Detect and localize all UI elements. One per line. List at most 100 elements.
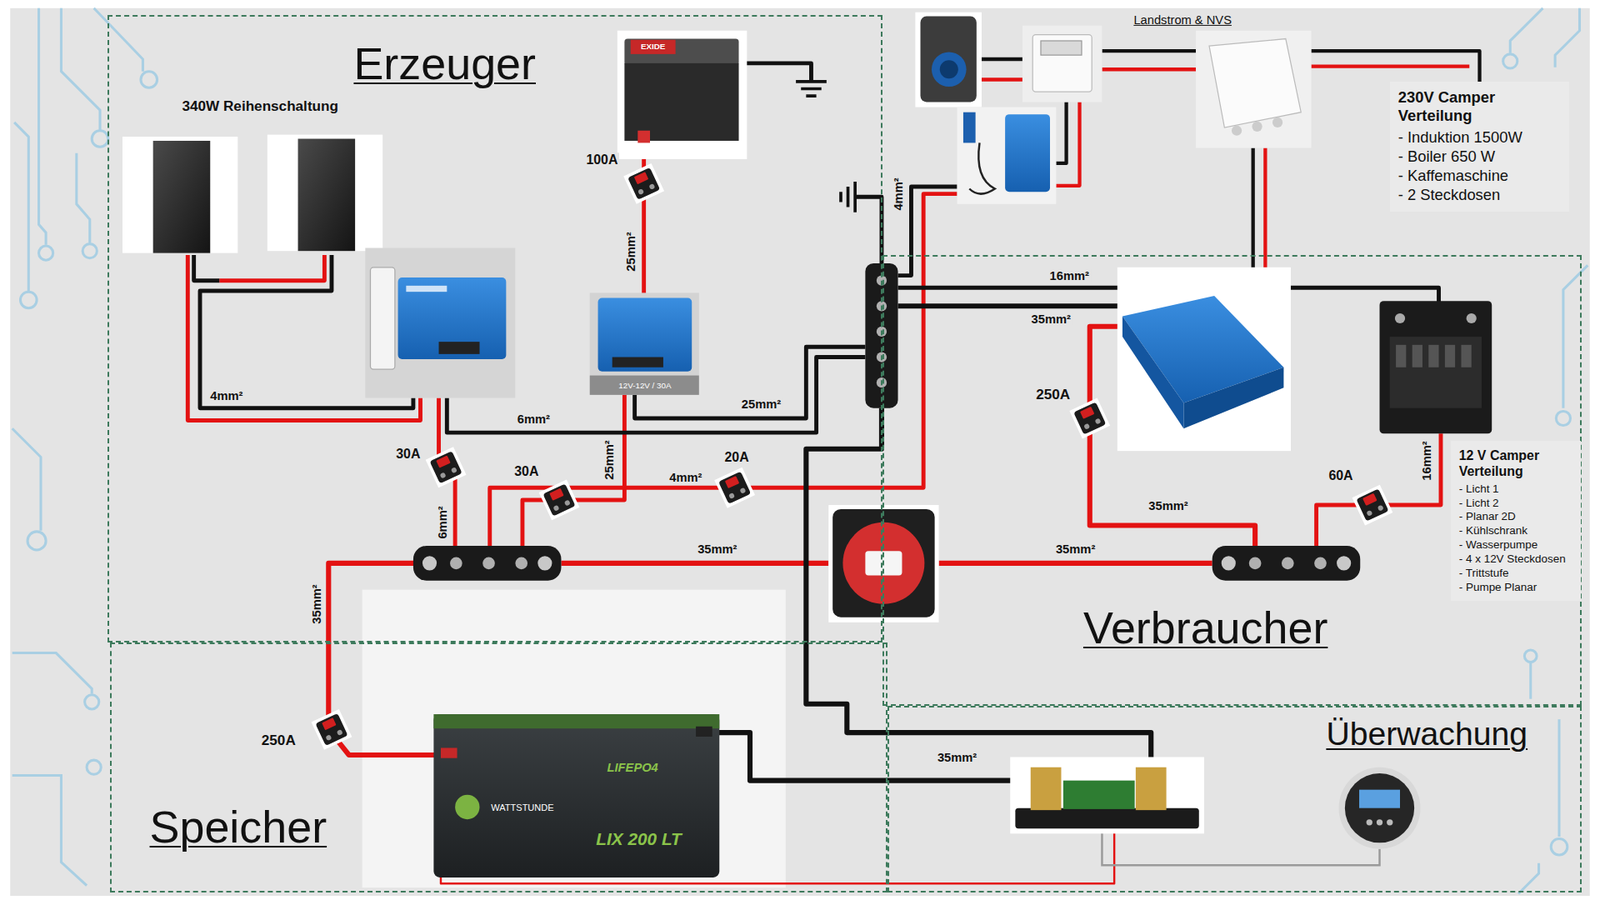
list-item: - 2 Steckdosen	[1398, 185, 1562, 205]
battery-monitor	[1376, 819, 1383, 825]
list-item: - Licht 2	[1459, 496, 1574, 511]
circuit-breaker-fuse	[1069, 398, 1110, 440]
wire-gauge: 16mm²	[1048, 269, 1091, 283]
wire-gauge: 4mm²	[667, 470, 704, 485]
fuse-block	[1395, 345, 1406, 368]
lithium-battery	[695, 726, 713, 737]
wire-gauge: 6mm²	[515, 412, 552, 426]
red-wire	[1055, 101, 1080, 185]
circuit-decoration	[1518, 863, 1539, 895]
circuit-decoration	[20, 291, 37, 309]
black-wire	[805, 408, 1151, 768]
region-band: Verbraucher12 V Camper Verteilung- Licht…	[882, 255, 1582, 706]
circuit-decoration	[12, 8, 1589, 895]
charge-controller	[398, 277, 507, 360]
transfer-switch	[1251, 121, 1262, 132]
wire-gauge: 16mm²	[1420, 440, 1434, 483]
fuse-rating: 60A	[1326, 468, 1355, 484]
shore-power-inlet	[915, 12, 982, 108]
shore-power-inlet	[920, 16, 976, 103]
list-item: - Pumpe Planar	[1459, 580, 1574, 595]
signal-wire	[1101, 831, 1380, 865]
signal-wire	[1101, 831, 1380, 865]
circuit-decoration	[1529, 663, 1532, 700]
circuit-decoration	[14, 122, 29, 291]
box-heading: 12 V Camper Verteilung	[1459, 447, 1574, 480]
solar-panel	[267, 135, 383, 252]
breaker-box	[1022, 25, 1103, 103]
list-item: - Licht 1	[1459, 482, 1574, 497]
list-item: - Wasserpumpe	[1459, 538, 1574, 553]
red-wire	[641, 142, 646, 296]
product-text: 12V-12V / 30A	[618, 380, 671, 390]
list-item: - 4 x 12V Steckdosen	[1459, 552, 1574, 567]
region-band: Überwachung	[887, 705, 1582, 893]
brand-text: WATTSTUNDE	[490, 802, 554, 813]
charge-controller	[370, 267, 395, 370]
transfer-switch	[1209, 39, 1301, 129]
box-heading: 230V Camper Verteilung	[1398, 88, 1562, 125]
red-wire	[1310, 64, 1470, 68]
solar-panel	[298, 139, 356, 252]
lithium-battery	[455, 795, 480, 820]
mains-charger	[1005, 114, 1050, 192]
fuse-block	[1380, 300, 1493, 434]
circuit-decoration	[82, 244, 97, 259]
black-wire	[898, 186, 958, 276]
circuit-decoration	[12, 775, 87, 886]
list-item: - Kaffemaschine	[1398, 166, 1562, 186]
wire-gauge: 35mm²	[695, 542, 739, 556]
red-wire	[1316, 433, 1441, 551]
region-title: Erzeuger	[353, 39, 536, 89]
mains-charger	[957, 107, 1057, 205]
circuit-breaker-fuse	[425, 446, 467, 488]
wire-gauge: 35mm²	[310, 582, 324, 625]
inverter	[1122, 316, 1184, 430]
fuse-block	[1466, 313, 1477, 324]
shunt	[1030, 767, 1062, 810]
wire-gauge: 4mm²	[208, 389, 245, 403]
fuse-block	[1412, 345, 1423, 368]
circuit-decoration	[1557, 719, 1560, 837]
list-item: - Trittstufe	[1459, 566, 1574, 581]
inverter	[1117, 267, 1291, 451]
battery-monitor	[1366, 819, 1373, 825]
list-item: - Kühlschrank	[1459, 524, 1574, 539]
circuit-decoration	[1510, 8, 1543, 54]
circuit-decoration	[60, 8, 100, 131]
circuit-decoration	[39, 8, 47, 245]
busbar	[413, 545, 562, 581]
circuit-decoration	[1563, 265, 1588, 408]
starter-battery	[617, 30, 748, 160]
lithium-battery	[433, 714, 720, 729]
red-wire	[490, 194, 958, 552]
circuit-decoration	[1550, 838, 1568, 855]
charge-controller	[439, 341, 480, 355]
region-band: Speicher	[110, 642, 888, 893]
fuse-block	[1445, 345, 1455, 368]
black-wire	[898, 303, 1123, 309]
circuit-decoration	[12, 428, 41, 530]
wire-gauge: 6mm²	[435, 504, 450, 540]
lithium-battery	[433, 714, 720, 878]
battery-monitor	[1339, 767, 1421, 850]
circuit-decoration	[12, 653, 93, 695]
circuit-breaker-fuse	[311, 163, 1394, 750]
breaker-box	[1040, 40, 1082, 55]
fuse-block	[1460, 345, 1471, 368]
circuit-breaker-fuse	[1352, 485, 1394, 526]
distribution-box: 12 V Camper Verteilung - Licht 1- Licht 2…	[1450, 440, 1582, 602]
fuse-rating: 250A	[1034, 385, 1072, 402]
product-text: LIFEPO4	[607, 760, 659, 775]
fuse-rating: 30A	[394, 446, 422, 462]
wire-gauge: 35mm²	[1146, 499, 1190, 513]
fuse-rating: 30A	[512, 464, 540, 480]
wire-gauge: 25mm²	[624, 230, 638, 274]
shunt	[1135, 767, 1167, 810]
wire-gauge: 35mm²	[1030, 312, 1073, 326]
fuse-rating: 250A	[260, 731, 298, 748]
